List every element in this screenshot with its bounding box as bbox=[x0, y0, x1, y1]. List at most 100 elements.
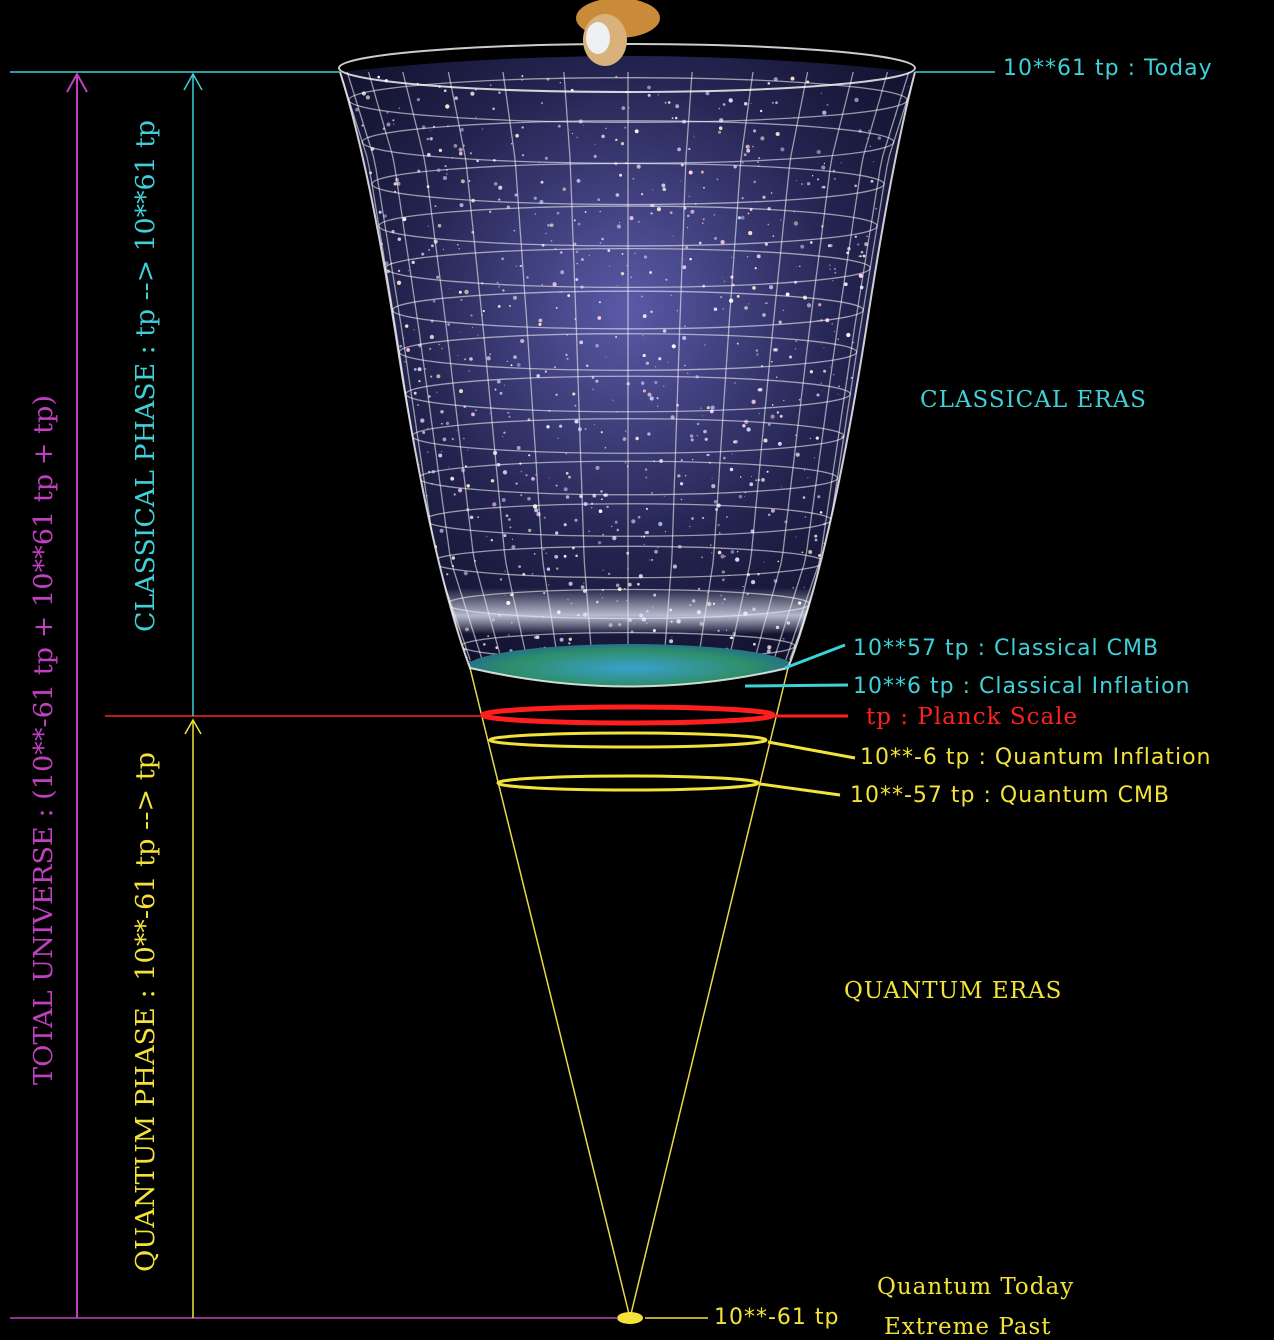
star bbox=[771, 361, 773, 363]
star bbox=[852, 341, 855, 344]
star bbox=[642, 389, 646, 393]
star bbox=[751, 399, 756, 404]
star bbox=[515, 265, 517, 267]
star bbox=[429, 334, 435, 340]
star bbox=[642, 314, 647, 319]
star bbox=[511, 545, 516, 549]
today-label: 10**61 tp : Today bbox=[1003, 56, 1213, 81]
star bbox=[574, 419, 579, 424]
star bbox=[822, 110, 827, 115]
star bbox=[472, 326, 473, 328]
star bbox=[658, 521, 663, 527]
star bbox=[724, 555, 726, 557]
star bbox=[458, 151, 463, 156]
star bbox=[615, 583, 620, 588]
star bbox=[588, 254, 590, 256]
star bbox=[615, 193, 620, 197]
star bbox=[398, 107, 401, 110]
star bbox=[671, 636, 673, 638]
star bbox=[602, 533, 604, 536]
star bbox=[566, 357, 569, 360]
star bbox=[649, 396, 654, 401]
star bbox=[616, 224, 621, 229]
star bbox=[769, 285, 774, 290]
star bbox=[449, 288, 451, 290]
star bbox=[817, 178, 820, 181]
star bbox=[595, 343, 599, 348]
star bbox=[535, 635, 540, 640]
star bbox=[621, 106, 626, 110]
star bbox=[436, 391, 438, 393]
classical-cmb-label: 10**57 tp : Classical CMB bbox=[853, 636, 1159, 661]
star bbox=[854, 235, 857, 238]
star bbox=[654, 366, 657, 368]
star bbox=[734, 440, 738, 444]
star bbox=[560, 270, 565, 275]
star bbox=[489, 210, 492, 213]
star bbox=[515, 133, 519, 138]
star bbox=[426, 137, 430, 141]
star bbox=[701, 415, 703, 417]
star bbox=[590, 506, 593, 509]
star bbox=[755, 349, 759, 352]
star bbox=[583, 582, 585, 584]
star bbox=[650, 310, 653, 313]
star bbox=[759, 109, 763, 113]
star bbox=[743, 153, 747, 157]
star bbox=[468, 180, 471, 182]
star bbox=[503, 534, 507, 538]
star bbox=[677, 147, 681, 152]
star bbox=[795, 452, 800, 457]
star bbox=[746, 148, 751, 153]
star bbox=[406, 347, 411, 352]
star bbox=[477, 334, 479, 336]
star bbox=[809, 370, 814, 374]
star bbox=[739, 476, 742, 478]
star bbox=[600, 431, 603, 434]
star bbox=[684, 474, 687, 477]
star bbox=[718, 532, 721, 534]
star bbox=[654, 380, 658, 385]
star bbox=[576, 263, 578, 265]
star bbox=[498, 91, 501, 94]
star bbox=[870, 179, 874, 183]
star bbox=[520, 339, 525, 343]
star bbox=[502, 470, 508, 475]
star bbox=[821, 390, 823, 392]
star bbox=[559, 424, 563, 428]
star bbox=[402, 217, 407, 222]
star bbox=[615, 138, 618, 142]
star bbox=[661, 183, 666, 188]
star bbox=[584, 428, 587, 430]
star bbox=[869, 145, 871, 147]
star bbox=[454, 96, 458, 101]
star bbox=[737, 216, 741, 220]
star bbox=[527, 496, 531, 501]
star bbox=[515, 482, 518, 485]
star bbox=[766, 302, 768, 304]
star bbox=[565, 353, 568, 357]
star bbox=[486, 535, 488, 538]
star bbox=[520, 470, 523, 473]
star bbox=[649, 559, 651, 561]
grid-meridian bbox=[367, 71, 483, 661]
star bbox=[640, 381, 645, 385]
star bbox=[622, 437, 627, 441]
star bbox=[585, 364, 589, 368]
star bbox=[498, 198, 501, 201]
star bbox=[521, 154, 525, 157]
star bbox=[782, 309, 785, 312]
star bbox=[545, 232, 547, 234]
star bbox=[614, 520, 618, 524]
star bbox=[506, 360, 509, 363]
cmb-disc bbox=[465, 644, 795, 687]
star bbox=[430, 130, 432, 132]
star bbox=[567, 294, 571, 297]
grid-meridian bbox=[563, 71, 593, 661]
star bbox=[568, 129, 570, 131]
star bbox=[671, 344, 676, 349]
star bbox=[843, 282, 848, 287]
star bbox=[785, 292, 790, 297]
star bbox=[756, 254, 761, 259]
quantum-inflation-leader bbox=[767, 740, 856, 760]
